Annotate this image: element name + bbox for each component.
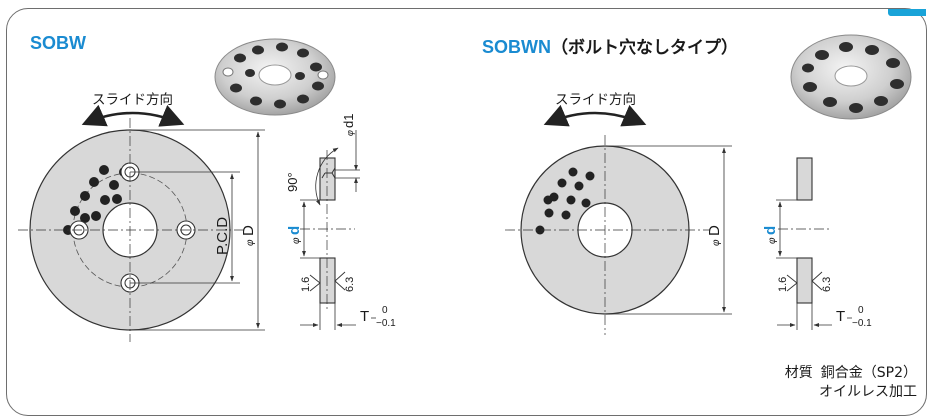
sobw-d-bore-label: d	[286, 226, 303, 235]
sobw-d-outer-label: D	[240, 225, 257, 236]
sobwn-rough-a: 1.6	[777, 277, 789, 292]
sobwn-tol-lower: −0.1	[852, 318, 872, 329]
material-spec: 材質銅合金（SP2） オイルレス加工	[785, 364, 917, 402]
sobw-tol-lower: −0.1	[376, 318, 396, 329]
sobw-phi-d-bore: φ	[291, 237, 302, 244]
sobwn-tol-upper: 0	[858, 305, 864, 316]
sobwn-title-note: （ボルト穴なしタイプ）	[551, 38, 738, 58]
sobw-d1-label: d1	[341, 114, 356, 128]
sobw-slide-arrow	[81, 104, 185, 127]
sobwn-3d-render	[790, 34, 912, 120]
sobw-3d-render	[214, 38, 336, 116]
sobw-phi-d1: φ	[345, 130, 355, 136]
sobw-slide-label: スライド方向	[92, 92, 173, 107]
sobw-side-view	[300, 130, 360, 330]
sobwn-slide-label: スライド方向	[555, 92, 636, 107]
corner-tab	[888, 9, 926, 16]
sobwn-title: SOBWN（ボルト穴なしタイプ）	[482, 33, 738, 58]
material-note: オイルレス加工	[819, 384, 917, 400]
sobw-front-view	[18, 118, 265, 342]
sobwn-d-bore-label: d	[762, 226, 779, 235]
sobwn-phi-d-outer: φ	[711, 239, 722, 246]
sobwn-slide-arrow	[543, 104, 647, 127]
sobw-title: SOBW	[30, 33, 86, 53]
sobw-phi-d-outer: φ	[245, 239, 256, 246]
sobw-rough-a: 1.6	[300, 277, 312, 292]
sobw-rough-b: 6.3	[344, 277, 356, 292]
sobwn-front-view	[505, 135, 732, 335]
sobw-pcd-label: P.C.D	[214, 217, 231, 255]
sobwn-title-code: SOBWN	[482, 37, 551, 57]
sobwn-d-outer-label: D	[706, 225, 723, 236]
material-value: 銅合金（SP2）	[820, 365, 917, 381]
sobwn-side-view	[776, 157, 832, 330]
sobwn-phi-d-bore: φ	[767, 237, 778, 244]
sobwn-rough-b: 6.3	[821, 277, 833, 292]
material-label: 材質	[784, 365, 813, 381]
sobw-angle-label: 90°	[285, 172, 300, 192]
sobw-tol-upper: 0	[382, 305, 388, 316]
sobwn-t-label: T	[836, 308, 845, 325]
sobw-t-label: T	[360, 308, 369, 325]
drawing-frame	[6, 8, 927, 416]
